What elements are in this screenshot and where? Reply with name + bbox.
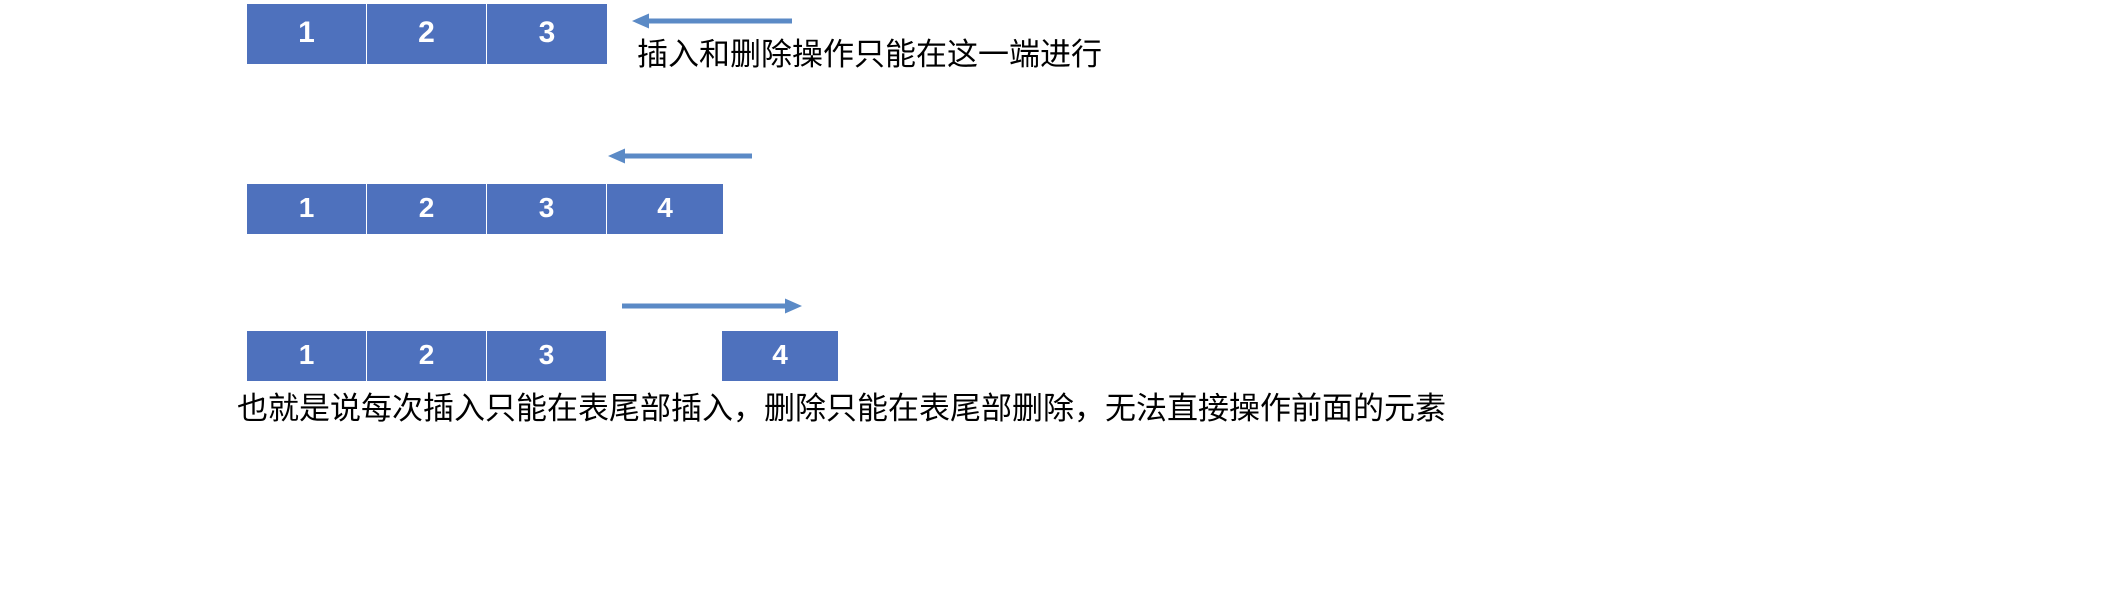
row-1-caption: 插入和删除操作只能在这一端进行 [637,37,1102,73]
row-1-cell-2: 2 [366,3,487,65]
row-1-cell-3: 3 [486,3,608,65]
row-3-cell-3: 3 [486,330,607,382]
cell-value: 2 [418,339,435,370]
cell-value: 3 [538,339,555,370]
cell-value: 4 [657,192,673,223]
row-3-cell-2: 2 [366,330,487,382]
row-2-cell-4: 4 [606,183,724,235]
cell-value: 4 [772,339,788,370]
cell-value: 1 [298,192,315,223]
row-2-cell-2: 2 [366,183,487,235]
cell-value: 1 [298,16,315,49]
cell-value: 2 [418,192,435,223]
row-2-cell-1: 1 [246,183,367,235]
cell-value: 2 [418,16,435,49]
cell-value: 1 [298,339,315,370]
cell-value: 3 [538,192,555,223]
footer-caption: 也就是说每次插入只能在表尾部插入，删除只能在表尾部删除，无法直接操作前面的元素 [237,391,1446,427]
row-3-detached-cell-4: 4 [721,330,839,382]
cell-value: 3 [538,16,556,49]
row-3-cell-1: 1 [246,330,367,382]
row-1-cell-1: 1 [246,3,367,65]
row-2-cell-3: 3 [486,183,607,235]
